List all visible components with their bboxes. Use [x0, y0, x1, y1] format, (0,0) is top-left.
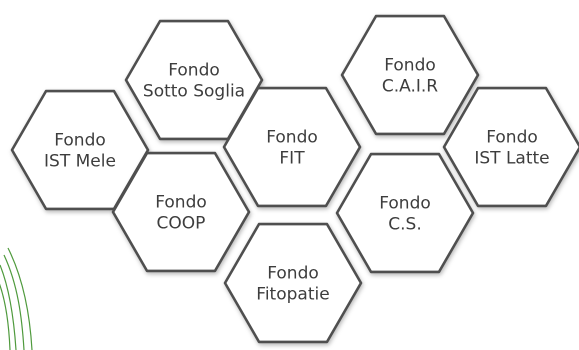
hexagon-label-name: C.S.: [388, 215, 421, 235]
hexagon-shape: [223, 222, 363, 344]
hexagon-label-prefix: Fondo: [486, 128, 538, 148]
hexagon-label-prefix: Fondo: [384, 56, 436, 76]
hexagon-label-name: FIT: [279, 149, 305, 169]
hexagon-shape: [340, 14, 480, 136]
hexagon-label-name: Fitopatie: [256, 285, 329, 305]
grass-decoration-icon: [0, 247, 33, 350]
hexagon-shape: [442, 86, 579, 208]
hexagon-label-prefix: Fondo: [267, 264, 319, 284]
hexagon-label-name: COOP: [157, 214, 206, 234]
hexagon-shape: [335, 152, 475, 274]
hexagon-label-prefix: Fondo: [266, 128, 318, 148]
hexagon-label-name: Sotto Soglia: [143, 82, 245, 102]
hexagon-shape: [111, 151, 251, 273]
hexagon-shape: [222, 86, 362, 208]
hexagon-label-prefix: Fondo: [54, 131, 106, 151]
hexagon-label-name: IST Latte: [474, 149, 549, 169]
hexagon-label-name: C.A.I.R: [382, 77, 438, 97]
hexagon-label-name: IST Mele: [44, 152, 116, 172]
hexagon-label-prefix: Fondo: [168, 61, 220, 81]
hexagon-label-prefix: Fondo: [379, 194, 431, 214]
hexagon-label-prefix: Fondo: [155, 193, 207, 213]
